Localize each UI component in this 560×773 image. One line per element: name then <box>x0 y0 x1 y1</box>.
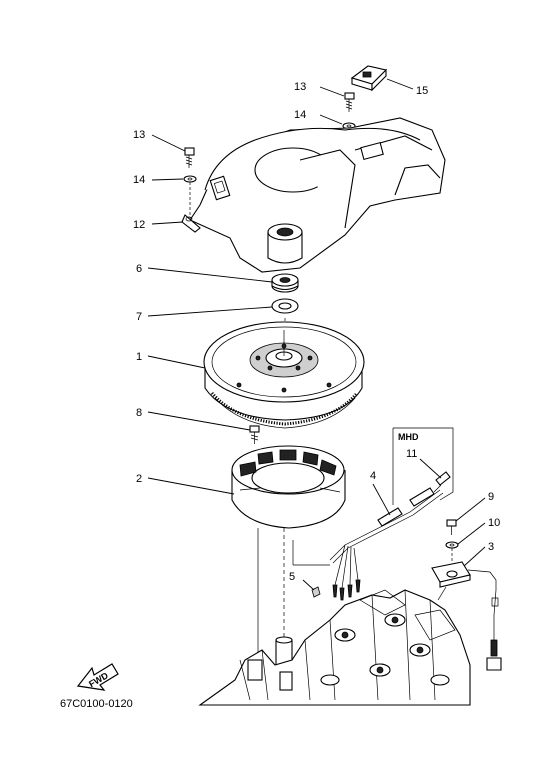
callout-2: 2 <box>136 473 142 485</box>
diagram-code: 67C0100-0120 <box>60 698 133 710</box>
part-11-sensor <box>433 471 451 493</box>
callout-3: 3 <box>488 541 494 553</box>
callout-7: 7 <box>136 311 142 323</box>
part-13-bolt-upper <box>344 92 355 112</box>
callout-labels: 15 13 14 13 14 12 6 7 1 8 2 4 5 11 9 10 … <box>133 81 500 583</box>
callout-13-upper: 13 <box>294 81 306 93</box>
part-7-washer <box>271 298 299 314</box>
part-9-bolt <box>446 519 457 535</box>
callout-1: 1 <box>136 351 142 363</box>
part-12-flywheel-cover <box>181 117 446 273</box>
callout-13-left: 13 <box>133 129 145 141</box>
callout-15: 15 <box>416 85 428 97</box>
part-13-bolt-left <box>184 147 195 168</box>
callout-14-left: 14 <box>133 174 145 186</box>
callout-14-upper: 14 <box>294 109 306 121</box>
callout-11: 11 <box>406 448 417 460</box>
part-8-screw <box>249 425 260 444</box>
part-14-washer-left <box>183 175 197 183</box>
mhd-inset <box>392 427 454 505</box>
callout-5: 5 <box>289 571 295 583</box>
callout-10: 10 <box>488 517 500 529</box>
part-6-nut <box>271 273 299 293</box>
part-2-stator <box>231 445 346 529</box>
part-15-cap <box>350 65 388 92</box>
callout-9: 9 <box>488 491 494 503</box>
callout-6: 6 <box>136 263 142 275</box>
engine-block <box>198 589 471 706</box>
part-4-harness <box>329 487 444 601</box>
callout-8: 8 <box>136 407 142 419</box>
leader-lines <box>147 78 486 591</box>
inset-title: MHD <box>398 432 419 442</box>
part-5-key <box>311 586 321 598</box>
callout-4: 4 <box>370 470 376 482</box>
fwd-arrow-icon: FWD <box>76 663 119 691</box>
callout-12: 12 <box>133 219 145 231</box>
part-1-flywheel <box>203 321 365 429</box>
part-10-washer <box>445 541 459 549</box>
part-3-pulser-coil <box>431 561 502 671</box>
